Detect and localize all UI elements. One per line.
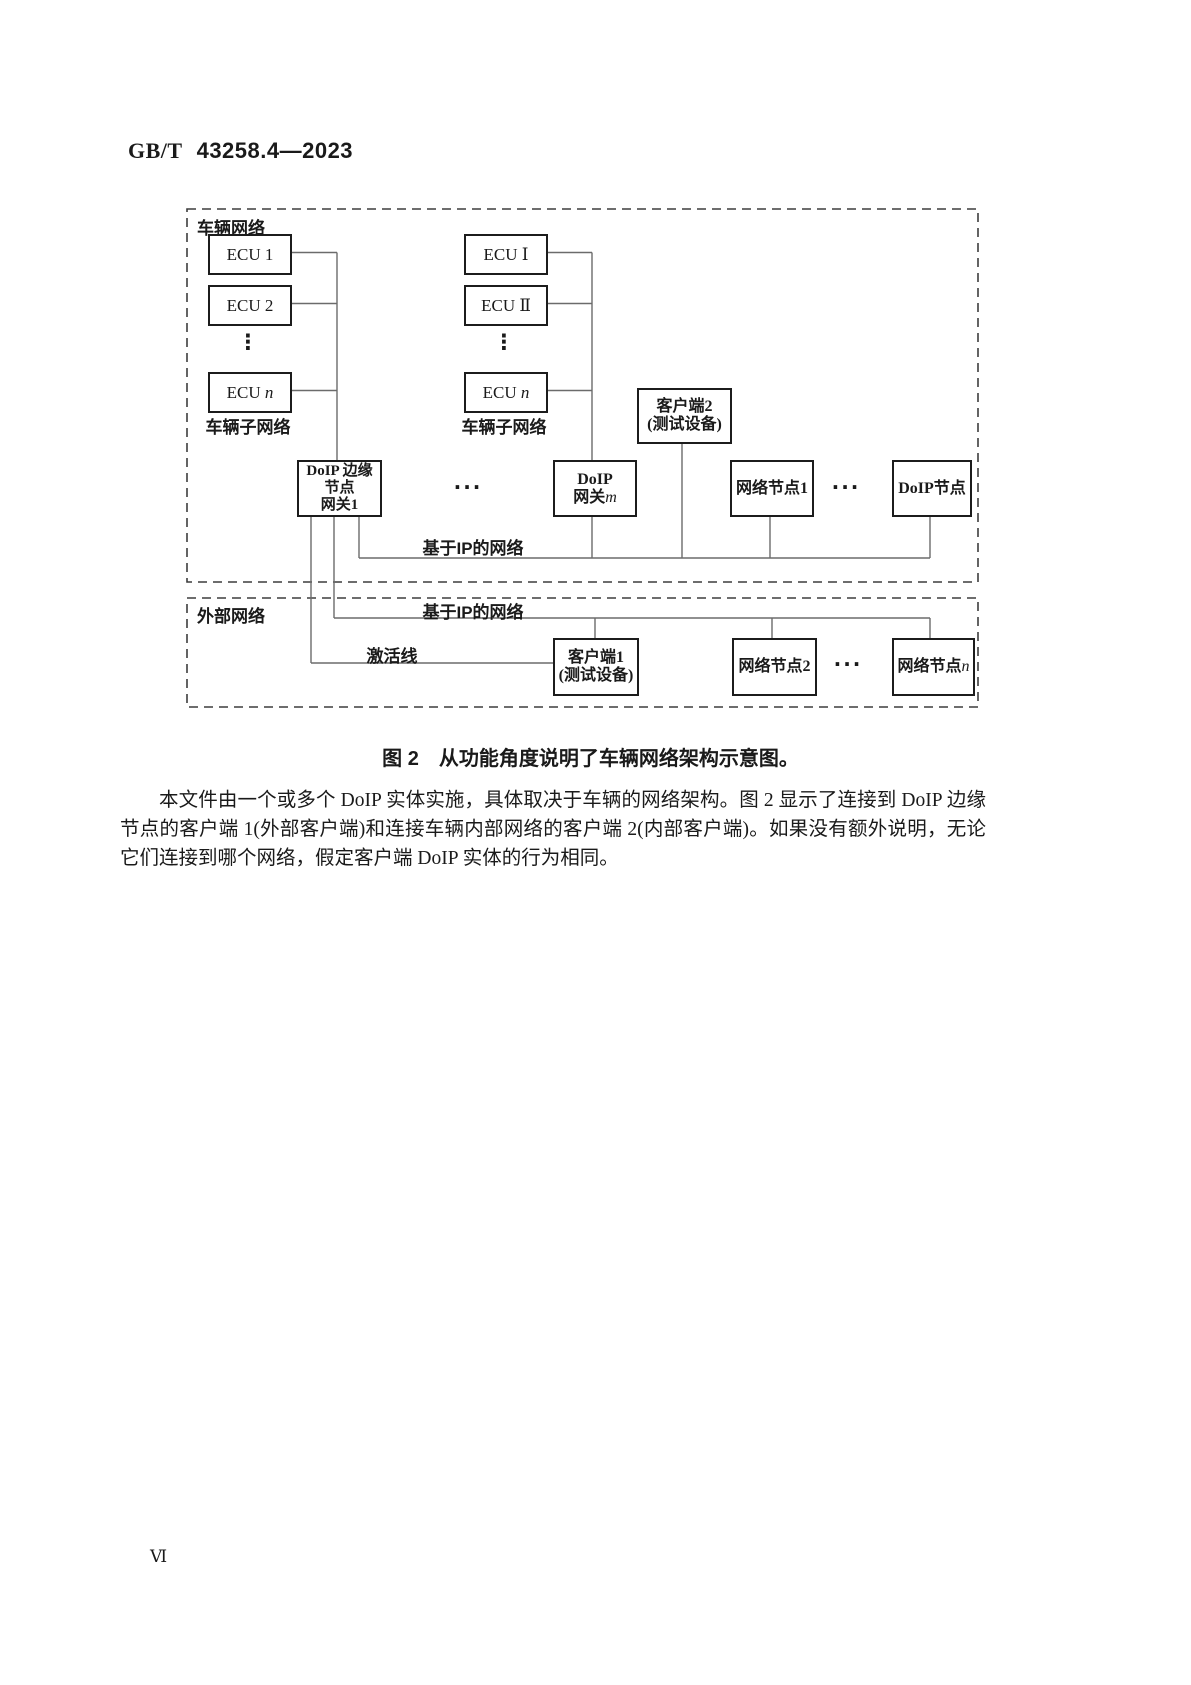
ecu-roman2-label: ECU Ⅱ [481, 295, 531, 315]
network-node-n-box: 网络节点n [892, 638, 975, 696]
ecu-n-left-box: ECU n [208, 372, 292, 413]
vehicle-subnet2-label: 车辆子网络 [461, 418, 547, 437]
ecu-roman1-label: ECU Ⅰ [483, 244, 529, 264]
vertical-ellipsis-icon: ⋮ [493, 330, 515, 354]
vehicle-subnet1-label: 车辆子网络 [205, 418, 291, 437]
client2-subtitle: (测试设备) [647, 416, 722, 433]
ecu2-box: ECU 2 [208, 285, 292, 326]
connector-lines [186, 208, 979, 708]
network-node1-box: 网络节点1 [730, 460, 814, 517]
gateway-m-line2: 网关m [573, 488, 617, 506]
figure2-diagram: 车辆网络 外部网络 ECU 1 ECU 2 ⋮ ECU n 车辆子网络 ECU … [0, 0, 1191, 760]
client2-title: 客户端2 [656, 398, 713, 416]
horizontal-ellipsis-icon: ··· [831, 475, 861, 499]
client1-subtitle: (测试设备) [558, 667, 634, 684]
client1-title: 客户端1 [567, 649, 624, 667]
horizontal-ellipsis-icon: ··· [833, 652, 863, 676]
gateway1-line3: 网关1 [320, 496, 359, 513]
ecu1-label: ECU 1 [226, 244, 274, 264]
bus-lines [288, 251, 931, 664]
doip-node-box: DoIP节点 [892, 460, 972, 517]
external-network-dashed-border [186, 597, 979, 708]
network-node1-label: 网络节点1 [735, 479, 808, 497]
gateway-m-line1: DoIP [577, 470, 613, 488]
standard-number: 43258.4—2023 [196, 138, 354, 163]
ecu-roman1-box: ECU Ⅰ [464, 234, 548, 275]
standard-prefix: GB/T [128, 138, 183, 163]
figure-caption: 图 2 从功能角度说明了车辆网络架构示意图。 [382, 748, 799, 770]
gateway1-line2: 节点 [324, 480, 355, 497]
network-node2-label: 网络节点2 [738, 658, 811, 676]
ecu-roman2-box: ECU Ⅱ [464, 285, 548, 326]
network-node2-box: 网络节点2 [732, 638, 817, 696]
vertical-ellipsis-icon: ⋮ [237, 330, 259, 354]
client2-box: 客户端2 (测试设备) [637, 388, 732, 444]
vehicle-network-label: 车辆网络 [197, 219, 265, 238]
doip-node-label: DoIP节点 [898, 479, 966, 497]
activation-line-label: 激活线 [366, 647, 418, 666]
horizontal-ellipsis-icon: ··· [453, 475, 483, 499]
doip-gateway-m-box: DoIP 网关m [553, 460, 637, 517]
ecu1-box: ECU 1 [208, 234, 292, 275]
ecu-n-right-label: ECU n [482, 382, 530, 402]
ecu-n-left-label: ECU n [226, 382, 274, 402]
ecu-n-right-box: ECU n [464, 372, 548, 413]
network-node-n-label: 网络节点n [897, 658, 970, 676]
page-number: Ⅵ [150, 1547, 168, 1566]
standard-code: GB/T 43258.4—2023 [128, 138, 353, 164]
ip-network-label-external: 基于IP的网络 [422, 603, 524, 622]
vehicle-network-dashed-border [186, 208, 979, 583]
client1-box: 客户端1 (测试设备) [553, 638, 639, 696]
doip-edge-gateway1-box: DoIP 边缘 节点 网关1 [297, 460, 382, 517]
external-network-label: 外部网络 [197, 607, 265, 626]
body-paragraph: 本文件由一个或多个 DoIP 实体实施，具体取决于车辆的网络架构。图 2 显示了… [120, 790, 986, 869]
ecu2-label: ECU 2 [226, 295, 274, 315]
ip-network-label-inner: 基于IP的网络 [422, 539, 524, 558]
gateway1-line1: DoIP 边缘 [306, 463, 373, 480]
